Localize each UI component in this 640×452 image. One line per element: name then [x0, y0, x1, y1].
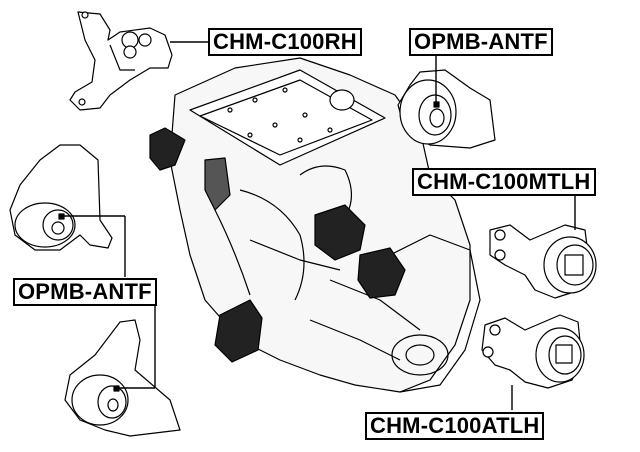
label-chm-c100mtlh: CHM-C100MTLH [412, 168, 596, 196]
label-opmb-antf-top: OPMB-ANTF [409, 28, 553, 56]
label-chm-c100atlh: CHM-C100ATLH [365, 412, 545, 440]
mount-opmb-antf-bottom-illustration [64, 319, 181, 437]
mount-chm-c100atlh-illustration [481, 314, 585, 389]
label-chm-c100rh: CHM-C100RH [208, 28, 362, 56]
engine-mounted-parts [149, 127, 406, 363]
mount-chm-c100mtlh-illustration [489, 224, 597, 299]
leader-lines [63, 41, 576, 410]
mount-opmb-antf-top-illustration [397, 69, 496, 149]
mount-opmb-antf-left-illustration [9, 144, 113, 251]
label-opmb-antf-left: OPMB-ANTF [13, 278, 157, 306]
mount-chm-c100rh-illustration [69, 11, 173, 111]
